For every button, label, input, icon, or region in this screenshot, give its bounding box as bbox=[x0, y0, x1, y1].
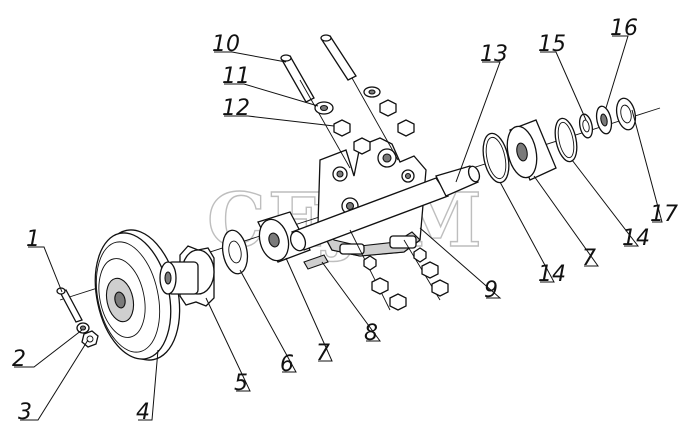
callout-17: 17 bbox=[650, 202, 678, 227]
part-upper-bolts bbox=[280, 34, 399, 169]
part-upper-nuts bbox=[333, 99, 415, 155]
part-snap-ring-right bbox=[554, 117, 578, 163]
part-upper-washers bbox=[314, 86, 381, 115]
callout-14-left: 14 bbox=[538, 262, 566, 287]
callout-9: 9 bbox=[484, 278, 498, 303]
part-thin-washer bbox=[221, 229, 249, 275]
part-snap-ring-left bbox=[482, 132, 510, 184]
part-washer-small bbox=[578, 113, 594, 139]
callout-3: 3 bbox=[18, 400, 32, 425]
part-lower-fasteners bbox=[349, 229, 449, 311]
part-key bbox=[303, 254, 329, 270]
callout-7-right: 7 bbox=[582, 246, 596, 271]
callout-1: 1 bbox=[26, 227, 40, 252]
callout-6: 6 bbox=[280, 352, 294, 377]
callout-10: 10 bbox=[212, 32, 240, 57]
part-lock-washer bbox=[76, 322, 90, 334]
callout-15: 15 bbox=[538, 32, 566, 57]
part-sprocket-hub bbox=[159, 245, 215, 307]
callout-7-left: 7 bbox=[316, 341, 330, 366]
part-tab-washer bbox=[595, 105, 613, 135]
part-bearing-right bbox=[506, 119, 557, 181]
part-pulley bbox=[94, 229, 181, 361]
part-shaft bbox=[289, 165, 481, 252]
callout-14-right: 14 bbox=[622, 226, 650, 251]
callout-4: 4 bbox=[136, 400, 150, 425]
callout-12: 12 bbox=[222, 96, 250, 121]
part-bolt bbox=[56, 287, 83, 323]
callout-11: 11 bbox=[222, 64, 250, 89]
callout-16: 16 bbox=[610, 16, 638, 41]
part-slotted-nut bbox=[615, 97, 637, 131]
part-nut-front bbox=[81, 330, 99, 348]
callout-5: 5 bbox=[234, 371, 248, 396]
callout-13: 13 bbox=[480, 42, 508, 67]
callout-8: 8 bbox=[364, 321, 378, 346]
callout-2: 2 bbox=[12, 347, 26, 372]
leader-lines bbox=[14, 35, 663, 421]
